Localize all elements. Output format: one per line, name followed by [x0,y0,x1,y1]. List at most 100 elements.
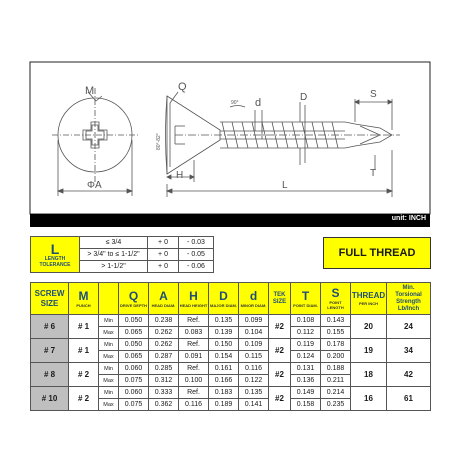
tol-minus: - 0.03 [178,236,214,249]
tol-minus: - 0.05 [178,248,214,261]
value-T: 0.131 [290,362,321,375]
value-H: 0.100 [178,374,209,387]
label-M: M [85,85,94,97]
value-d: 0.109 [238,338,269,351]
thread-cell: 19 [350,338,387,363]
value-D: 0.135 [208,314,239,327]
screw-technical-drawing: M ΦA Q [29,61,431,215]
value-H: Ref. [178,362,209,375]
value-D: 0.189 [208,398,239,411]
value-A: 0.362 [148,398,179,411]
punch-cell: # 1 [68,338,99,363]
length-subtitle: LENGTH TOLERANCE [39,255,71,268]
value-A: 0.333 [148,386,179,399]
torsion-cell: 24 [386,314,431,339]
value-D: 0.139 [208,326,239,339]
torsion-cell: 42 [386,362,431,387]
value-A: 0.285 [148,362,179,375]
value-S: 0.155 [320,326,351,339]
value-Q: 0.060 [118,362,149,375]
thread-cell: 20 [350,314,387,339]
tol-range: > 1-1/2" [79,260,148,273]
value-D: 0.183 [208,386,239,399]
value-Q: 0.060 [118,386,149,399]
value-H: Ref. [178,338,209,351]
value-D: 0.166 [208,374,239,387]
torsion-cell: 34 [386,338,431,363]
value-Q: 0.065 [118,350,149,363]
table-row: > 1-1/2" + 0 - 0.06 [31,260,214,273]
label-H: H [176,170,183,181]
minmax-label: Max [98,374,119,387]
screw-size-cell: # 6 [30,314,69,339]
value-S: 0.214 [320,386,351,399]
minmax-label: Min [98,362,119,375]
tol-range: ≤ 3/4 [79,236,148,249]
value-S: 0.211 [320,374,351,387]
value-Q: 0.075 [118,398,149,411]
minmax-label: Min [98,338,119,351]
unit-bar: unit: INCH [30,214,430,227]
value-d: 0.115 [238,350,269,363]
value-T: 0.108 [290,314,321,327]
value-A: 0.262 [148,326,179,339]
minmax-label: Max [98,350,119,363]
label-tip-angle: 90° [231,100,239,106]
value-Q: 0.075 [118,374,149,387]
tek-size-cell: #2 [268,386,291,411]
value-d: 0.141 [238,398,269,411]
thread-cell: 18 [350,362,387,387]
value-A: 0.238 [148,314,179,327]
value-S: 0.178 [320,338,351,351]
label-Q: Q [178,81,187,93]
value-H: Ref. [178,314,209,327]
value-T: 0.158 [290,398,321,411]
punch-cell: # 2 [68,386,99,411]
value-Q: 0.050 [118,338,149,351]
value-d: 0.135 [238,386,269,399]
label-T: T [370,168,376,179]
thread-cell: 16 [350,386,387,411]
label-L: L [282,180,288,191]
screw-size-cell: # 10 [30,386,69,411]
screw-side-view [165,91,400,197]
value-A: 0.312 [148,374,179,387]
value-T: 0.112 [290,326,321,339]
tol-plus: + 0 [147,260,179,273]
table-row: > 3/4" to ≤ 1-1/2" + 0 - 0.05 [31,248,214,261]
value-D: 0.154 [208,350,239,363]
tol-plus: + 0 [147,236,179,249]
label-head-angle: 80°-82° [156,133,162,150]
value-d: 0.104 [238,326,269,339]
screw-size-cell: # 7 [30,338,69,363]
minmax-label: Max [98,398,119,411]
value-d: 0.099 [238,314,269,327]
label-A: ΦA [87,180,102,191]
minmax-label: Min [98,386,119,399]
tol-minus: - 0.06 [178,260,214,273]
tek-size-cell: #2 [268,314,291,339]
value-Q: 0.050 [118,314,149,327]
value-H: 0.116 [178,398,209,411]
table-row: L LENGTH TOLERANCE ≤ 3/4 + 0 - 0.03 [30,236,214,273]
punch-cell: # 2 [68,362,99,387]
minmax-label: Max [98,326,119,339]
value-S: 0.143 [320,314,351,327]
